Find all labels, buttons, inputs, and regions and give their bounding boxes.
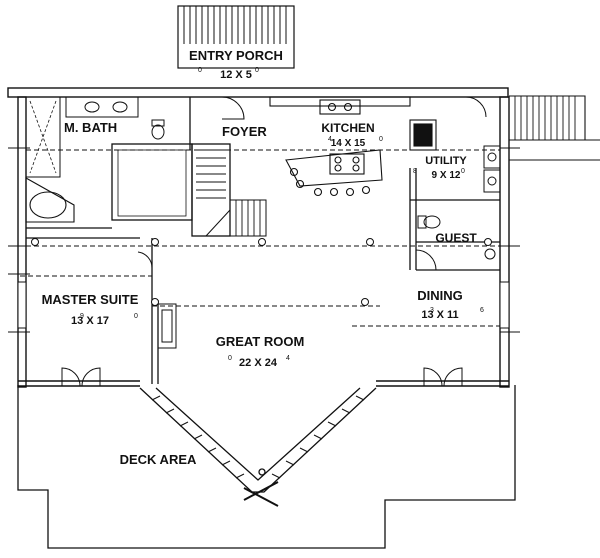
entry-porch-dim-sup-1: 0 — [198, 67, 202, 74]
entry-porch-label: ENTRY PORCH — [189, 48, 283, 63]
deck-crossed-logs — [243, 481, 279, 507]
kitchen-dim-sup-2: 0 — [379, 136, 383, 143]
rear-door — [465, 96, 487, 118]
rear-stairs — [509, 95, 600, 161]
master-suite-dim-sup-2: 0 — [134, 313, 138, 320]
kitchen-dim-sup-1: 4 — [328, 136, 332, 143]
guest-bath-fixtures — [417, 215, 496, 260]
dining-dim-sup-1: 3 — [430, 307, 434, 314]
guest-label: GUEST — [435, 231, 477, 245]
utility-label: UTILITY — [425, 155, 467, 167]
utility-dim: 9 X 12 — [432, 170, 461, 181]
utility-dim-sup-1: 8 — [413, 168, 417, 175]
posts — [31, 238, 492, 306]
utility-dim-sup-2: 0 — [461, 168, 465, 175]
entry-porch-steps — [183, 6, 287, 44]
kitchen-counter — [269, 96, 437, 151]
right-window — [499, 281, 510, 329]
deck-v-hatch — [151, 395, 365, 479]
great-room-dim-sup-1: 0 — [228, 355, 232, 362]
master-suite-dim-sup-1: 9 — [80, 313, 84, 320]
bath-tub — [25, 177, 75, 223]
deck-area — [17, 385, 516, 549]
dining-french-door — [423, 367, 463, 387]
master-suite-label: MASTER SUITE — [42, 292, 139, 307]
entry-porch-dim-sup-2: 0 — [255, 67, 259, 74]
front-door — [221, 96, 245, 120]
master-suite-dim: 13 X 17 — [71, 315, 109, 327]
fireplace — [157, 303, 177, 349]
entry-porch-dim: 12 X 5 — [220, 69, 252, 81]
utility-appliances — [483, 145, 501, 193]
great-room-label: GREAT ROOM — [216, 334, 305, 349]
kitchen-sink — [319, 99, 361, 115]
foyer-stair — [191, 143, 231, 237]
kitchen-label: KITCHEN — [321, 121, 374, 135]
bath-vanity — [65, 96, 139, 118]
doors — [17, 96, 510, 387]
entry-porch — [177, 5, 295, 69]
dining-dim-sup-2: 6 — [480, 307, 484, 314]
kitchen-dim: 14 X 15 — [331, 138, 366, 149]
shower — [25, 96, 61, 178]
deck-post — [258, 468, 266, 476]
guest-door — [415, 249, 437, 271]
foyer-label: FOYER — [222, 124, 267, 139]
left-window — [17, 281, 27, 329]
deck-area-label: DECK AREA — [120, 452, 197, 467]
deck-outline — [17, 385, 516, 549]
kitchen-island — [285, 149, 383, 197]
great-room-dim: 22 X 24 — [239, 357, 278, 369]
cooktop — [329, 153, 365, 175]
master-french-door — [61, 367, 101, 387]
m-bath-label: M. BATH — [64, 120, 117, 135]
dining-label: DINING — [417, 288, 463, 303]
top-wall — [7, 87, 509, 98]
entry-porch-outline — [177, 5, 295, 69]
great-room-dim-sup-2: 4 — [286, 355, 290, 362]
suite-door — [137, 251, 153, 269]
left-wall — [17, 96, 27, 388]
dining-dim: 13 X 11 — [421, 309, 458, 321]
interior-walls — [25, 96, 500, 384]
bath-toilet — [151, 119, 165, 140]
refrigerator — [409, 119, 437, 151]
deck-v-wall-inner — [155, 387, 361, 481]
